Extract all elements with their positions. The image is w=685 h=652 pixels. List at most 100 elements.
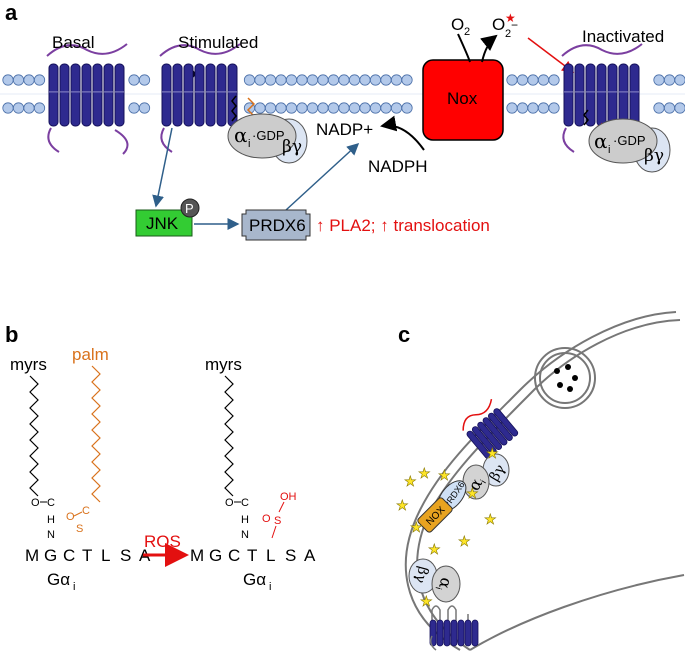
residue: C [228, 546, 240, 565]
lipid-head [2, 74, 14, 86]
panel-a-letter: a [5, 0, 18, 25]
lipid-head [548, 74, 560, 86]
lipid-head [401, 74, 413, 86]
nox-c [417, 497, 453, 533]
tm-helix [618, 63, 629, 127]
tm-helix [216, 63, 227, 127]
atom-h-left: H [47, 514, 55, 526]
residue: C [63, 546, 75, 565]
lipid-head [275, 74, 287, 86]
tm-helix [585, 63, 596, 127]
tm-helix [92, 63, 103, 127]
residue: M [190, 546, 204, 565]
phospho-label: P [185, 201, 194, 216]
tm-helix [596, 63, 607, 127]
label-inactivated: Inactivated [582, 27, 664, 46]
myrs-label-left: myrs [10, 355, 47, 374]
lipid-head [369, 74, 382, 86]
tm-helix [457, 619, 465, 647]
alpha-label-inactivated: α [594, 129, 608, 153]
lipid-head [138, 74, 151, 86]
atom-n-left: N [47, 529, 55, 541]
tm-helix [194, 63, 205, 127]
tm-helix [436, 619, 444, 647]
lipid-head [653, 102, 665, 114]
receptor-inactivated [561, 43, 643, 153]
lipid-head [537, 74, 550, 86]
receptor-basal [46, 43, 129, 155]
galpha-sub-left: i [73, 581, 75, 593]
lipid-head [506, 74, 518, 86]
myristoyl-chain-right [224, 375, 234, 497]
panel-a: a Basal Stimulated α i ·GDP βγ [0, 0, 685, 241]
gdp-label-inactivated: ·GDP [613, 133, 646, 148]
lipid-head [527, 102, 539, 114]
alpha-sub: i [248, 138, 250, 150]
vesicle-cargo [554, 364, 578, 392]
lipid-head [23, 102, 35, 114]
ros-star-icon: ★ [396, 497, 409, 513]
atom-s-palm: S [76, 523, 83, 535]
lipid-head [2, 102, 14, 114]
superoxide-out-arrow [480, 34, 498, 63]
lipid-head [527, 74, 539, 86]
tm-helix [443, 619, 451, 647]
lipid-head [285, 102, 298, 114]
lipid-head [254, 74, 266, 86]
residue: S [285, 546, 296, 565]
lipid-head [327, 74, 340, 86]
lipid-head [138, 102, 151, 114]
betagamma-c-lower: βγ [411, 565, 431, 585]
lipid-head [359, 102, 371, 114]
galpha-right: Gα [243, 570, 266, 589]
ros-star-icon: ★ [438, 467, 451, 483]
panel-b-letter: b [5, 322, 18, 347]
o2-sub: 2 [464, 26, 470, 38]
lipid-head [348, 102, 361, 114]
ros-star-icon: ★ [466, 485, 479, 501]
lipid-head [296, 102, 308, 114]
o2-label: O [451, 15, 464, 34]
tm-helix [487, 412, 513, 441]
lipid-head [23, 74, 35, 86]
ros-star-icon: ★ [404, 473, 417, 489]
residue: T [82, 546, 92, 565]
tm-helix [482, 417, 508, 446]
lipid-head [401, 102, 413, 114]
lipid-head [390, 74, 403, 86]
cell-membrane-lower [469, 574, 685, 651]
lipid-head [653, 74, 665, 86]
lipid-head [306, 102, 319, 114]
nox-enzyme [422, 59, 504, 141]
label-basal: Basal [52, 33, 95, 52]
lipid-head [254, 102, 266, 114]
lipid-head [33, 102, 46, 114]
panel-c-letter: c [398, 322, 410, 347]
galpha-sub-right: i [269, 581, 271, 593]
superoxide-sup: − [511, 18, 518, 32]
receptor-c-lower [429, 605, 479, 651]
lipid-head [296, 74, 308, 86]
tm-helix [48, 63, 59, 127]
alpha-sub-c-lower: i [434, 586, 444, 591]
lipid-head [380, 74, 392, 86]
ros-star-icon: ★ [486, 445, 499, 461]
lipid-head [516, 102, 529, 114]
myrs-label-right: myrs [205, 355, 242, 374]
ros-label: ROS [144, 532, 181, 551]
palm-label: palm [72, 345, 109, 364]
tm-helix [607, 63, 618, 127]
lipid-head [275, 102, 287, 114]
lipid-head [506, 102, 518, 114]
lipid-head [317, 74, 329, 86]
vesicle-inner [539, 352, 591, 404]
gdp-label: ·GDP [252, 128, 285, 143]
atom-o-sulfinic: O [262, 513, 271, 525]
atom-o-left: O [31, 497, 40, 509]
atom-c-right: C [241, 497, 249, 509]
superoxide-sub: 2 [505, 28, 511, 40]
ros-star-icon: ★ [458, 533, 471, 549]
betagamma-label: βγ [282, 137, 302, 157]
